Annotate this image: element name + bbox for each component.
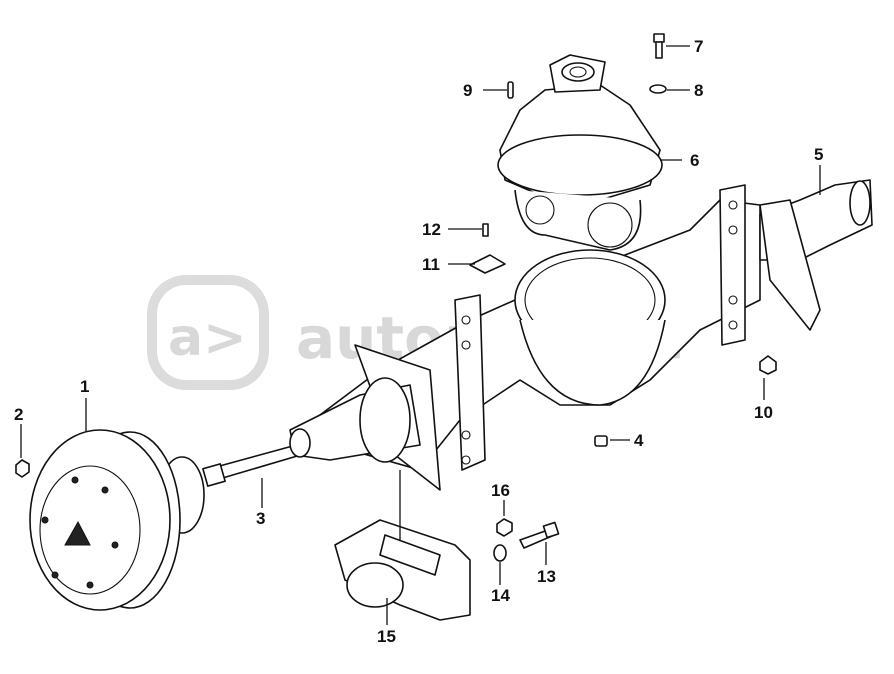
screw <box>482 223 489 237</box>
spring-washer <box>493 544 507 562</box>
callout-9: 9 <box>463 81 472 100</box>
axle-shaft <box>202 443 305 487</box>
callout-5: 5 <box>814 145 823 164</box>
callout-6: 6 <box>690 151 699 170</box>
gasket <box>469 254 506 274</box>
bracket-nut <box>496 518 513 537</box>
wheel-hub <box>29 429 205 611</box>
callout-3: 3 <box>256 509 265 528</box>
nut <box>15 459 30 478</box>
dowel-pin <box>507 81 514 99</box>
watermark-logo: a> <box>168 308 247 368</box>
differential-carrier <box>497 54 663 251</box>
bolt-shank <box>655 41 663 59</box>
breather <box>759 355 777 375</box>
callout-12: 12 <box>422 220 441 239</box>
callout-16: 16 <box>491 481 510 500</box>
callout-13: 13 <box>537 567 556 586</box>
drain-plug <box>594 435 608 447</box>
callout-labels: 1 2 3 4 5 6 7 8 9 10 11 12 13 14 15 16 <box>14 37 823 646</box>
leader-lines <box>20 45 821 625</box>
callout-2: 2 <box>14 405 23 424</box>
bolt <box>653 33 665 43</box>
callout-14: 14 <box>491 586 510 605</box>
callout-15: 15 <box>377 627 396 646</box>
callout-10: 10 <box>754 403 773 422</box>
washer <box>649 84 667 94</box>
callout-11: 11 <box>422 255 440 274</box>
axle-housing <box>289 179 873 491</box>
callout-1: 1 <box>80 377 89 396</box>
spring-bracket <box>334 519 471 621</box>
callout-7: 7 <box>694 37 703 56</box>
callout-4: 4 <box>634 431 644 450</box>
small-parts <box>15 33 777 562</box>
callout-8: 8 <box>694 81 703 100</box>
